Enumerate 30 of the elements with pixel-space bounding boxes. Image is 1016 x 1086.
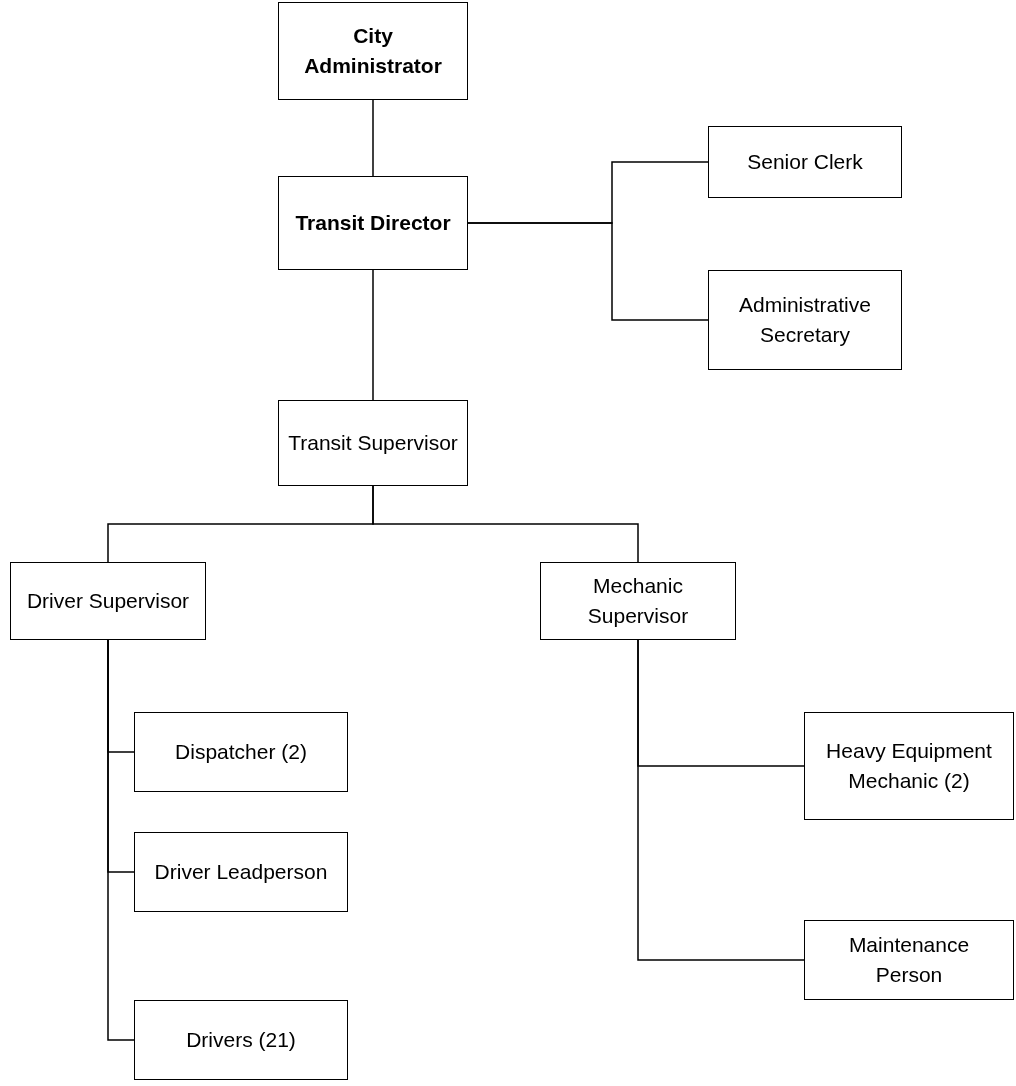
connector-line bbox=[372, 485, 639, 563]
position-box bbox=[708, 126, 902, 198]
position-title: Drivers (21) bbox=[186, 1027, 296, 1053]
position-box bbox=[134, 832, 348, 912]
position-title: Transit Supervisor bbox=[288, 430, 458, 456]
position-title: Heavy Equipment Mechanic (2) bbox=[825, 738, 993, 794]
position-box bbox=[278, 400, 468, 486]
connector-line bbox=[372, 99, 374, 177]
position-box bbox=[134, 712, 348, 792]
position-title: City Administrator bbox=[303, 23, 443, 79]
connector-line bbox=[372, 269, 374, 401]
position-box bbox=[708, 270, 902, 370]
connector-line bbox=[467, 222, 709, 321]
position-title: Mechanic Supervisor bbox=[586, 573, 690, 629]
position-title: Senior Clerk bbox=[747, 149, 863, 175]
position-title: Driver Leadperson bbox=[154, 859, 328, 885]
position-box bbox=[278, 2, 468, 100]
position-box bbox=[804, 920, 1014, 1000]
connector-line bbox=[107, 639, 135, 1041]
position-title: Maintenance Person bbox=[847, 932, 971, 988]
position-box bbox=[10, 562, 206, 640]
position-title: Dispatcher (2) bbox=[175, 739, 307, 765]
position-title: Administrative Secretary bbox=[738, 292, 872, 348]
position-box bbox=[804, 712, 1014, 820]
position-title: Transit Director bbox=[295, 210, 451, 236]
position-box bbox=[134, 1000, 348, 1080]
position-title: Driver Supervisor bbox=[26, 588, 190, 614]
position-box bbox=[540, 562, 736, 640]
connector-line bbox=[637, 639, 805, 961]
position-box bbox=[278, 176, 468, 270]
